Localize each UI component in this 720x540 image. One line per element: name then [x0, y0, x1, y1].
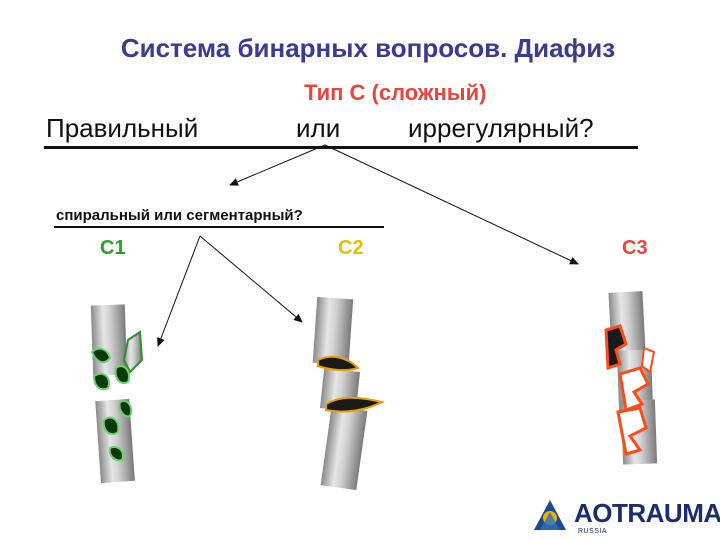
- option-irregular: иррегулярный?: [408, 113, 594, 143]
- sub-question-underline: [54, 226, 384, 228]
- bone-c3: [604, 291, 658, 465]
- arrow-to-c3: [324, 144, 579, 265]
- logo-region: RUSSIA: [578, 528, 608, 535]
- question-connector: или: [296, 113, 341, 143]
- label-c3: С3: [622, 237, 648, 259]
- label-c2: С2: [338, 237, 364, 259]
- question-underline: [44, 146, 638, 149]
- label-c1: С1: [100, 237, 126, 259]
- type-subtitle: Тип С (сложный): [304, 80, 487, 105]
- aotrauma-logo-icon: [534, 500, 566, 530]
- arrow-to-c2: [199, 235, 303, 323]
- logo-name: AOTRAUMA: [574, 498, 720, 528]
- bone-c2: [312, 296, 385, 491]
- sub-question: спиральный или сегментарный?: [56, 207, 303, 224]
- page-title: Система бинарных вопросов. Диафиз: [120, 33, 616, 63]
- option-regular: Правильный: [46, 113, 199, 143]
- arrow-to-regular: [229, 144, 326, 186]
- arrow-to-c1: [157, 235, 201, 347]
- bone-c1: [90, 304, 144, 484]
